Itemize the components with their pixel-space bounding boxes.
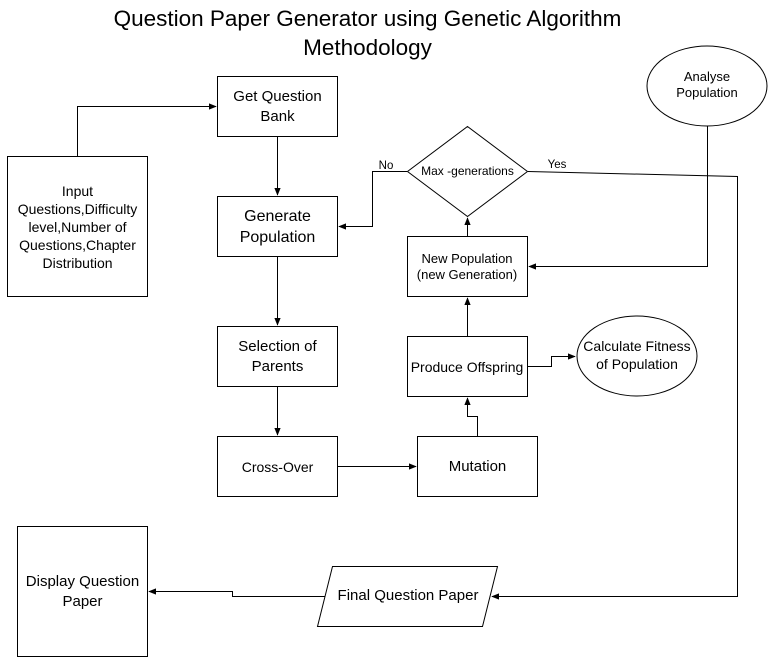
edge-label-no: No (379, 160, 394, 172)
final-paper-label: Final Question Paper (337, 587, 479, 604)
max-generations-diamond (406, 125, 529, 218)
crossover-label: Cross-Over (241, 459, 314, 475)
mutation-box (417, 436, 538, 497)
new-population-box (407, 236, 528, 297)
edge-final-to-display (148, 588, 325, 597)
final-paper-parallelogram (316, 566, 499, 627)
display-box (17, 526, 148, 657)
edge-mutation-to-offspring (464, 397, 478, 436)
edge-decision-yes (491, 171, 738, 600)
fitness-ellipse (576, 315, 698, 397)
analyse-label: Analyse Population (676, 69, 738, 100)
edge-offspring-to-fitness (528, 353, 576, 367)
display-label: Display Question Paper (25, 572, 140, 610)
get-bank-label: Get Question Bank (233, 88, 322, 125)
edge-decision-no (338, 171, 407, 230)
get-bank-box (217, 76, 338, 137)
edge-input-to-bank (77, 103, 217, 156)
mutation-label: Mutation (448, 458, 507, 475)
input-box (7, 156, 148, 297)
new-population-label: New Population (new Generation) (416, 251, 518, 282)
offspring-box (407, 336, 528, 397)
edge-analyse-to-new-population (528, 126, 708, 270)
crossover-box (217, 436, 338, 497)
selection-label: Selection of Parents (238, 338, 317, 375)
generate-population-box (217, 196, 338, 257)
max-generations-label: Max -generations (421, 164, 514, 178)
fitness-label: Calculate Fitness of Population (583, 338, 691, 372)
selection-box (217, 326, 338, 387)
edge-label-yes: Yes (548, 159, 567, 171)
generate-population-label: Generate Population (239, 208, 316, 246)
diagram-title: Question Paper Generator using Genetic A… (113, 6, 622, 60)
offspring-label: Produce Offspring (410, 359, 524, 375)
input-label: Input Questions,Difficulty level,Number … (17, 182, 138, 271)
